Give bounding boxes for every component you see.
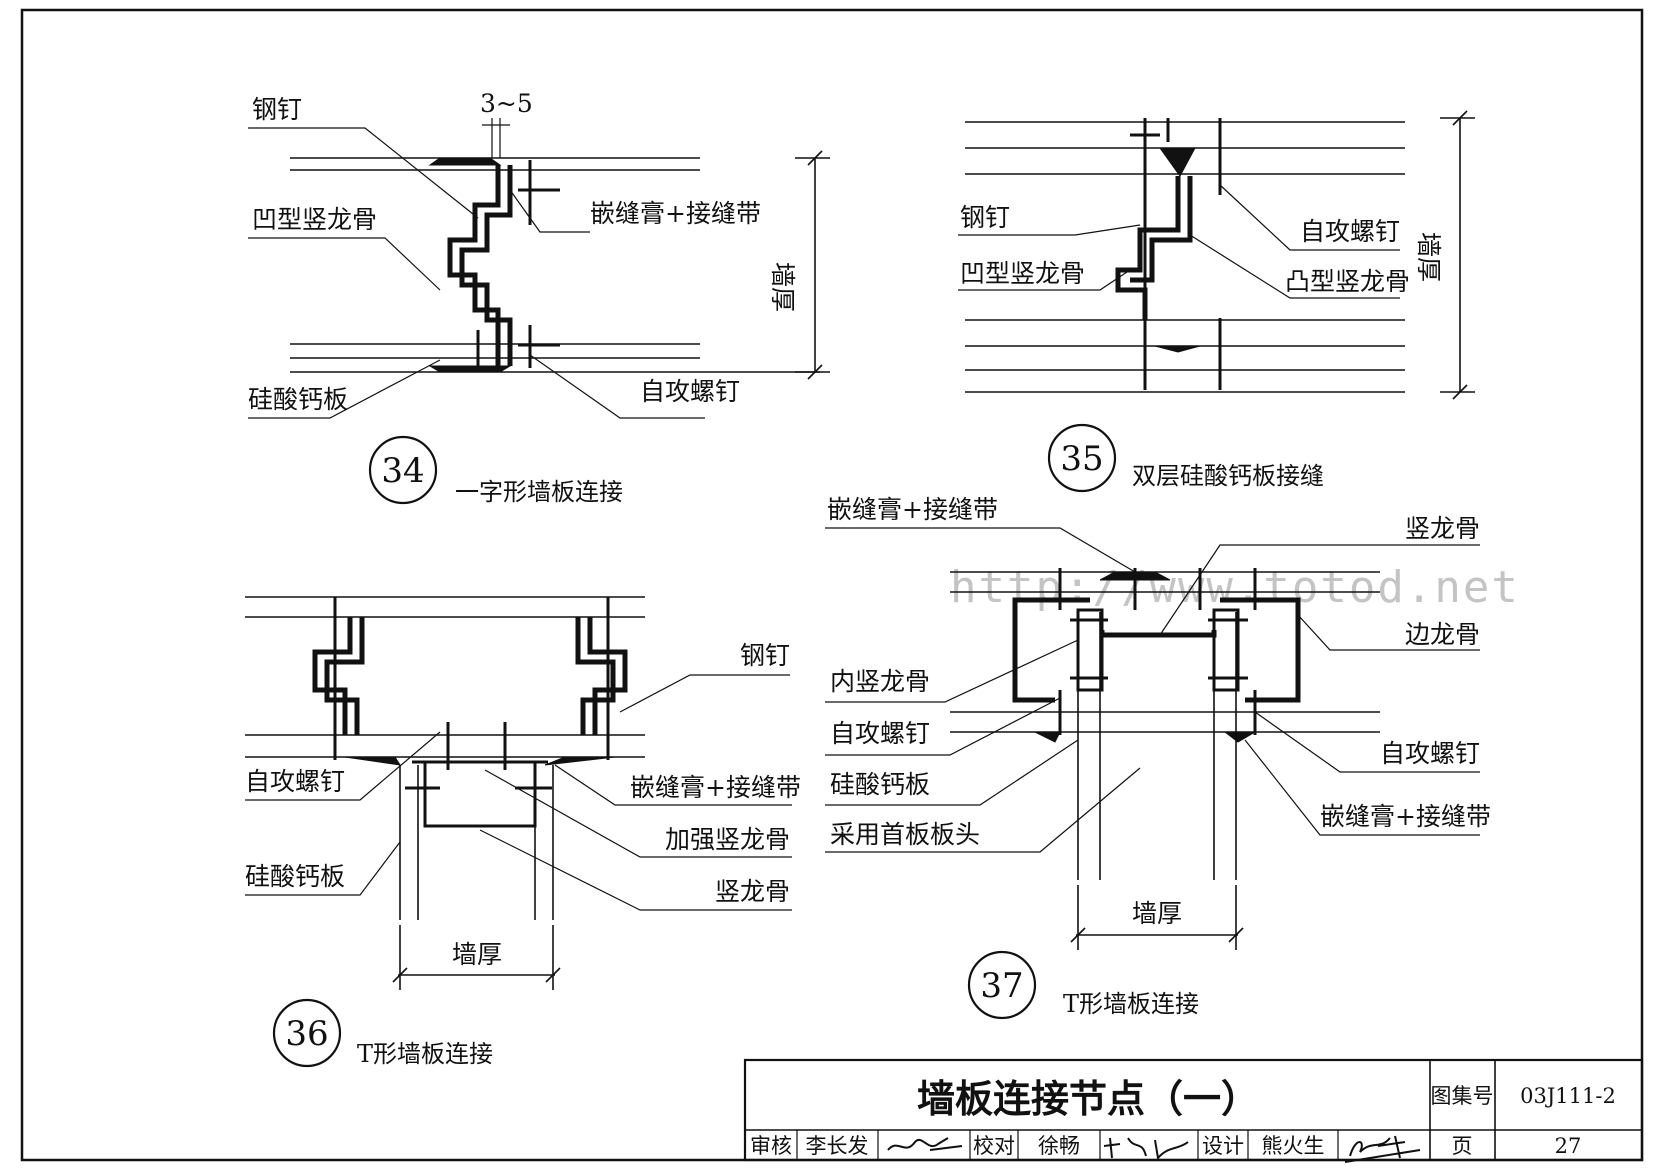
atlas-number: 03J111-2: [1520, 1084, 1616, 1108]
detail-caption: T形墙板连接: [1063, 990, 1199, 1018]
label-reinforced-stud: 加强竖龙骨: [665, 825, 790, 854]
label-inner-stud: 内竖龙骨: [830, 667, 930, 696]
detail-number: 36: [285, 1014, 328, 1054]
detail-36: 钢钉 自攻螺钉 嵌缝膏+接缝带 加强竖龙骨 硅酸钙板 竖龙骨 墙厚 36 T形墙…: [245, 596, 801, 1068]
label-board: 硅酸钙板: [248, 385, 348, 414]
label-caulk-tape: 嵌缝膏+接缝带: [630, 773, 801, 802]
label-concave-stud: 凹型竖龙骨: [960, 259, 1085, 288]
detail-34: 钢钉 凹型竖龙骨 嵌缝膏+接缝带 硅酸钙板 自攻螺钉 3~5 墙厚 34 一字形…: [248, 89, 830, 506]
designer-signature: [1344, 1135, 1421, 1163]
label-first-board-head: 采用首板板头: [830, 820, 980, 849]
reviewer-name: 李长发: [806, 1134, 869, 1158]
label-stud: 竖龙骨: [715, 877, 790, 906]
page-label: 页: [1452, 1134, 1473, 1158]
label-caulk-tape-right: 嵌缝膏+接缝带: [1320, 802, 1491, 831]
label-wall-thickness: 墙厚: [452, 940, 502, 969]
design-label: 设计: [1202, 1134, 1244, 1158]
checker-signature: [1103, 1137, 1189, 1161]
label-screw: 自攻螺钉: [1300, 217, 1400, 246]
watermark: http://www.totod.net: [950, 562, 1520, 613]
detail-caption: 一字形墙板连接: [455, 478, 623, 506]
detail-caption: T形墙板连接: [357, 1040, 493, 1068]
detail-37: 嵌缝膏+接缝带 竖龙骨 边龙骨 内竖龙骨 自攻螺钉 自攻螺钉 硅酸钙板 嵌缝膏+…: [825, 495, 1491, 1020]
label-screw: 自攻螺钉: [640, 377, 740, 406]
title-block: 墙板连接节点（一） 图集号 03J111-2 审核 李长发 校对 徐畅 设计 熊…: [743, 1058, 1644, 1163]
label-wall-thickness: 墙厚: [768, 262, 797, 312]
label-convex-stud: 凸型竖龙骨: [1285, 267, 1410, 296]
label-caulk-tape: 嵌缝膏+接缝带: [827, 495, 998, 524]
label-dim: 3~5: [480, 89, 533, 118]
label-wall-thickness: 墙厚: [1132, 899, 1182, 928]
label-screw-right: 自攻螺钉: [1380, 739, 1480, 768]
label-steel-nail: 钢钉: [252, 95, 302, 124]
label-board: 硅酸钙板: [245, 862, 345, 891]
label-screw: 自攻螺钉: [245, 767, 345, 796]
detail-35: 钢钉 凹型竖龙骨 自攻螺钉 凸型竖龙骨 墙厚 35 双层硅酸钙板接缝: [958, 110, 1475, 493]
detail-number: 35: [1060, 439, 1103, 479]
label-board: 硅酸钙板: [830, 770, 930, 799]
check-label: 校对: [973, 1134, 1015, 1158]
detail-number: 34: [381, 451, 424, 491]
detail-number: 37: [980, 966, 1023, 1006]
label-edge-stud: 边龙骨: [1405, 620, 1480, 649]
label-caulk-tape: 嵌缝膏+接缝带: [590, 199, 761, 228]
label-screw-left: 自攻螺钉: [830, 719, 930, 748]
page-number: 27: [1555, 1134, 1582, 1158]
designer-name: 熊火生: [1262, 1134, 1325, 1158]
drawing-title: 墙板连接节点（一）: [917, 1076, 1259, 1121]
label-steel-nail: 钢钉: [740, 641, 790, 670]
detail-caption: 双层硅酸钙板接缝: [1132, 462, 1324, 490]
checker-name: 徐畅: [1038, 1134, 1080, 1158]
label-steel-nail: 钢钉: [960, 203, 1010, 232]
reviewer-signature: [887, 1137, 963, 1151]
review-label: 审核: [750, 1134, 792, 1158]
label-wall-thickness: 墙厚: [1414, 232, 1443, 282]
label-concave-stud: 凹型竖龙骨: [252, 205, 377, 234]
label-stud: 竖龙骨: [1405, 514, 1480, 543]
atlas-label: 图集号: [1431, 1084, 1494, 1108]
